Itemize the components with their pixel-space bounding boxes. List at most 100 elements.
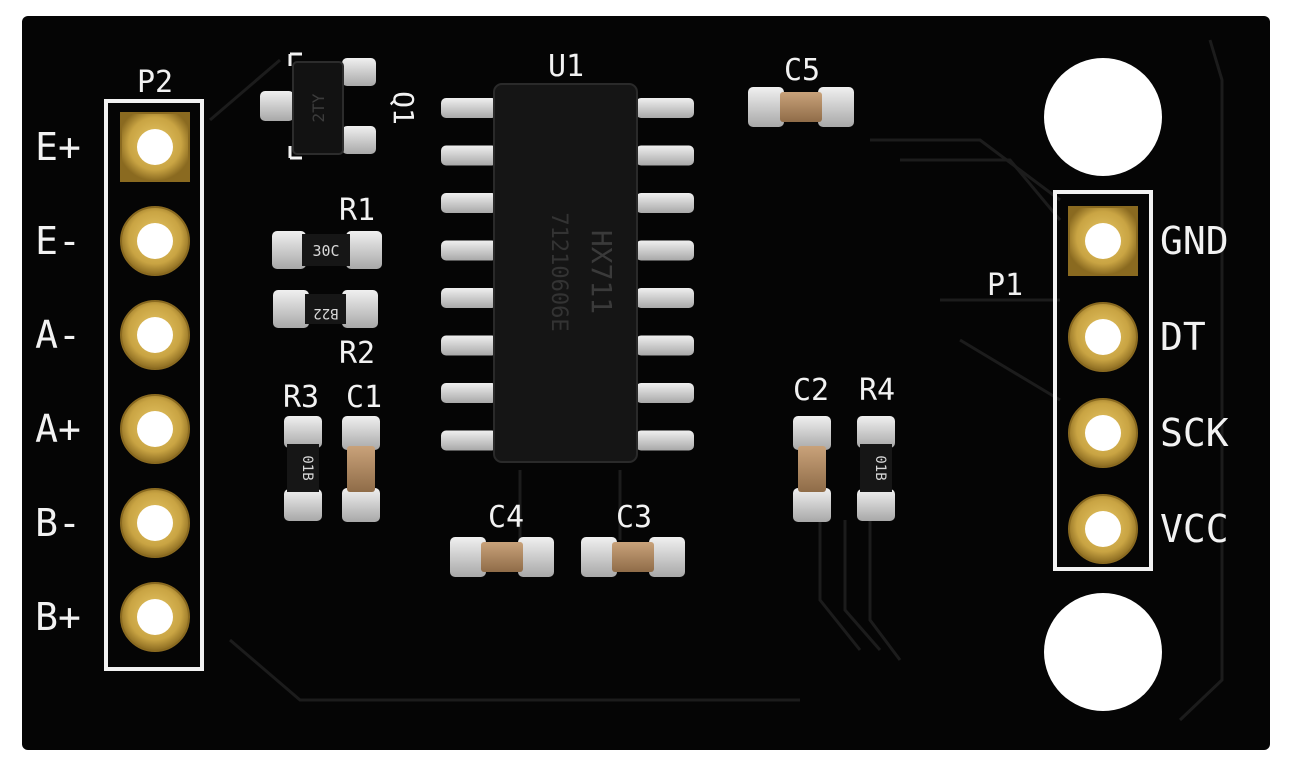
pin-hole <box>137 317 173 353</box>
u1-lead <box>441 430 497 451</box>
q1-marking: 2TY <box>309 93 328 122</box>
u1-marking-line1: HX711 <box>585 230 618 314</box>
p2-pins: E+ E- A- A+ B- B+ <box>35 112 190 652</box>
header-p2: P2 E+E-A-A+B-B+ <box>35 65 204 671</box>
q1-body <box>292 61 344 155</box>
pin-hole <box>137 223 173 259</box>
p1-outline <box>1053 190 1153 571</box>
r2-body <box>305 294 346 324</box>
c4-pad-right <box>518 537 554 577</box>
r2-pad-right <box>342 290 378 328</box>
r1-marking: 30C <box>312 242 339 260</box>
pin-hole <box>1085 511 1121 547</box>
p2-pin: A+ <box>35 394 190 464</box>
c5-designator: C5 <box>784 53 820 88</box>
u1-pins <box>441 98 694 451</box>
q1-pad-2 <box>342 58 376 86</box>
q1-silk-outline <box>288 52 302 160</box>
r3-pad-top <box>284 416 322 448</box>
pin-label: SCK <box>1160 411 1229 455</box>
r1-pad-left <box>272 231 306 269</box>
u1-lead <box>441 240 497 261</box>
u1-lead <box>441 383 497 403</box>
u1-marking-line2: 71210606E <box>546 212 571 331</box>
c1-designator: C1 <box>346 380 382 415</box>
u1-lead <box>441 98 497 118</box>
c1-pad-bottom <box>342 488 380 522</box>
r3-body <box>287 444 319 492</box>
resistor-r1: R1 30C <box>272 193 382 269</box>
c3-designator: C3 <box>616 500 652 535</box>
p2-pin: B- <box>35 488 190 558</box>
u1-lead <box>636 430 694 451</box>
pin-label: A- <box>35 313 81 357</box>
capacitor-c3: C3 <box>581 500 685 577</box>
p2-pin: A- <box>35 300 190 370</box>
pin-label: E+ <box>35 125 81 169</box>
p1-pin: SCK <box>1068 398 1229 468</box>
traces <box>209 39 1224 722</box>
pin-label: VCC <box>1160 507 1229 551</box>
c2-designator: C2 <box>793 373 829 408</box>
pin-label: A+ <box>35 407 81 451</box>
u1-lead <box>441 288 497 308</box>
r2-designator: R2 <box>339 336 375 371</box>
u1-lead <box>636 193 694 213</box>
p2-pin: E+ <box>35 112 190 182</box>
q1-pad-1 <box>260 91 294 121</box>
pin-hole <box>1085 223 1121 259</box>
q1-designator: Q1 <box>387 91 420 125</box>
u1-lead <box>441 335 497 356</box>
r2-pad-left <box>273 290 309 328</box>
r3-marking: 01B <box>299 455 315 480</box>
c2-pad-top <box>793 416 831 450</box>
p2-outline <box>104 99 204 671</box>
c1-body <box>347 446 375 492</box>
r4-pad-bottom <box>857 489 895 521</box>
r4-marking: 01B <box>872 455 888 480</box>
u1-designator: U1 <box>548 49 584 84</box>
p1-pin: VCC <box>1068 494 1229 564</box>
pin-hole <box>137 599 173 635</box>
c4-designator: C4 <box>488 500 524 535</box>
capacitor-c1: C1 <box>342 380 382 522</box>
c1-pad-top <box>342 416 380 450</box>
u1-body <box>493 83 638 463</box>
r1-body <box>302 234 350 266</box>
transistor-q1: 2TY Q1 <box>260 52 420 160</box>
resistor-r3: R3 01B <box>283 380 322 521</box>
p2-pin: B+ <box>35 582 190 652</box>
pin-hole <box>1085 319 1121 355</box>
resistor-r2: B22 R2 <box>273 290 378 371</box>
pin-hole <box>137 505 173 541</box>
mounting-hole-top <box>1044 58 1162 176</box>
pin-label: B- <box>35 501 81 545</box>
u1-lead <box>636 383 694 403</box>
c3-body <box>612 542 654 572</box>
capacitor-c2: C2 <box>793 373 831 522</box>
r3-pad-bottom <box>284 489 322 521</box>
u1-lead <box>636 335 694 356</box>
r1-pad-right <box>346 231 382 269</box>
ic-u1: U1 HX711 71210606E <box>441 49 694 463</box>
c5-pad-left <box>748 87 784 127</box>
c5-body <box>780 92 822 122</box>
resistor-r4: R4 01B <box>857 373 895 521</box>
u1-lead <box>441 193 497 213</box>
c2-pad-bottom <box>793 488 831 522</box>
pin-hole <box>1085 415 1121 451</box>
pin-hole <box>137 411 173 447</box>
pin-label: GND <box>1160 219 1229 263</box>
c3-pad-right <box>649 537 685 577</box>
pin-label: E- <box>35 219 81 263</box>
r3-designator: R3 <box>283 380 319 415</box>
c4-pad-left <box>450 537 486 577</box>
c5-pad-right <box>818 87 854 127</box>
pin-label: B+ <box>35 595 81 639</box>
u1-lead <box>636 240 694 261</box>
capacitor-c4: C4 <box>450 500 554 577</box>
u1-lead <box>636 145 694 166</box>
